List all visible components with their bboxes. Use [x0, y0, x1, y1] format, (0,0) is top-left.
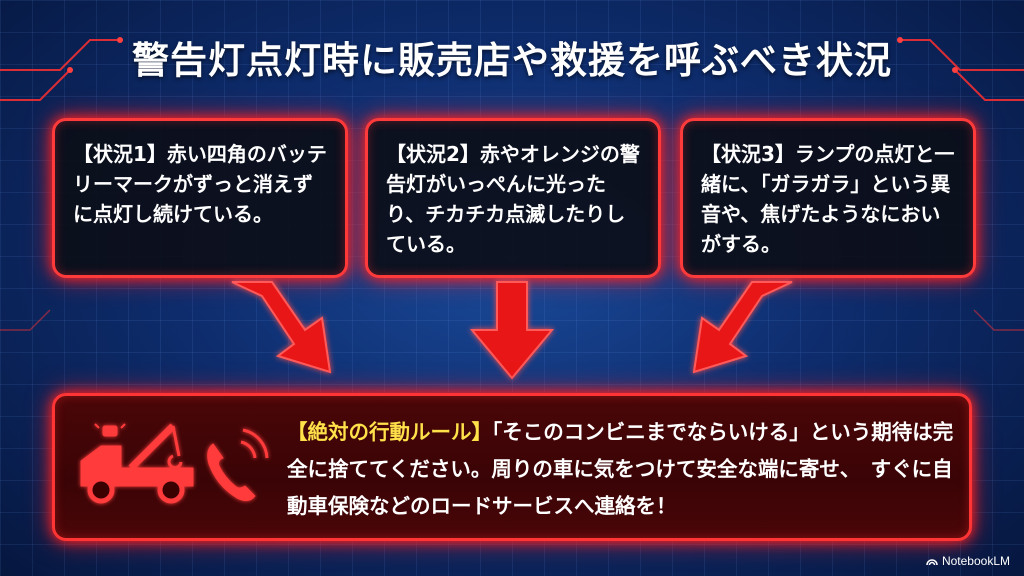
arrow-center — [469, 281, 555, 380]
situation-card-1: 【状況1】赤い四角のバッテリーマークがずっと消えずに点灯し続けている。 — [52, 118, 348, 278]
arrow-left — [231, 281, 332, 374]
brand-watermark: NotebookLM — [926, 554, 1010, 568]
situation-card-3: 【状況3】ランプの点灯と一緒に、「ガラガラ」という異音や、焦げたようなにおいがす… — [680, 118, 976, 278]
tow-truck-icon — [80, 423, 194, 504]
rule-body: 「そこのコンビニまでならいける」という期待は完全に捨ててください。周りの車に気を… — [287, 420, 954, 518]
situation-text: 【状況2】赤やオレンジの警告灯がいっぺんに光ったり、チカチカ点滅したりしている。 — [386, 142, 640, 256]
action-rule-text: 【絶対の行動ルール】「そこのコンビニまでならいける」という期待は完全に捨ててくだ… — [287, 414, 957, 525]
arrow-right — [692, 281, 793, 374]
situation-text: 【状況1】赤い四角のバッテリーマークがずっと消えずに点灯し続けている。 — [73, 142, 327, 226]
rule-label: 【絶対の行動ルール】 — [287, 420, 492, 444]
situation-card-2: 【状況2】赤やオレンジの警告灯がいっぺんに光ったり、チカチカ点滅したりしている。 — [365, 118, 661, 278]
situation-text: 【状況3】ランプの点灯と一緒に、「ガラガラ」という異音や、焦げたようなにおいがす… — [701, 142, 955, 256]
icons-group — [80, 423, 269, 504]
brand-name: NotebookLM — [941, 554, 1010, 568]
phone-icon — [207, 428, 269, 502]
notebooklm-logo-icon — [926, 559, 938, 566]
page-title: 警告灯点灯時に販売店や救援を呼ぶべき状況 — [132, 39, 892, 82]
action-rule-panel: 【絶対の行動ルール】「そこのコンビニまでならいける」という期待は完全に捨ててくだ… — [52, 393, 972, 541]
